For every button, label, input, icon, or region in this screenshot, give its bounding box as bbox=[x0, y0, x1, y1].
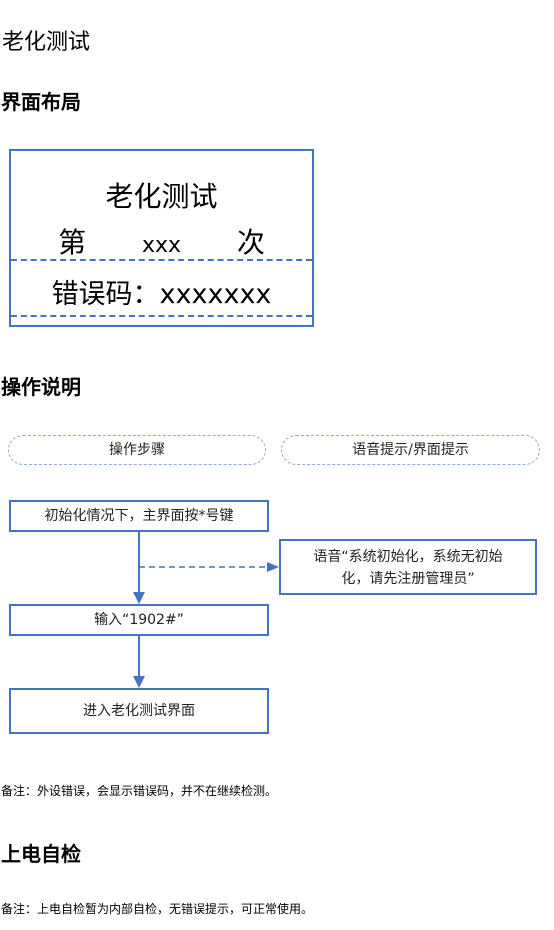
screen-divider-bottom bbox=[11, 315, 312, 317]
screen-mockup: 老化测试 第 xxx 次 错误码：xxxxxxx bbox=[9, 149, 314, 327]
arrow-step1-to-step2 bbox=[133, 532, 145, 604]
flow-step-3: 进入老化测试界面 bbox=[9, 688, 269, 734]
screen-count-row: 第 xxx 次 bbox=[11, 221, 312, 261]
screen-count-value: xxx bbox=[141, 233, 182, 258]
flow-step-2: 输入“1902#” bbox=[9, 604, 269, 636]
note-power-on-self-test: 备注：上电自检暂为内部自检，无错误提示，可正常使用。 bbox=[1, 902, 314, 916]
flow-step-1: 初始化情况下，主界面按*号键 bbox=[9, 500, 269, 532]
section-heading-layout: 界面布局 bbox=[1, 90, 81, 114]
screen-divider-top bbox=[11, 259, 312, 261]
flow-voice-prompt: 语音“系统初始化，系统无初始 化，请先注册管理员” bbox=[279, 539, 537, 595]
screen-count-prefix: 第 bbox=[58, 226, 87, 259]
flow-voice-line-1: 语音“系统初始化，系统无初始 bbox=[313, 549, 503, 565]
screen-count-suffix: 次 bbox=[236, 226, 265, 259]
screen-error-code: 错误码：xxxxxxx bbox=[51, 279, 272, 310]
section-heading-ops: 操作说明 bbox=[1, 375, 81, 399]
section-heading-poweron: 上电自检 bbox=[1, 842, 81, 866]
note-peripheral-error: 备注：外设错误，会显示错误码，并不在继续检测。 bbox=[1, 784, 278, 798]
arrow-to-voice-prompt bbox=[139, 562, 279, 572]
flow-header-prompts: 语音提示/界面提示 bbox=[281, 435, 540, 465]
arrow-step2-to-step3 bbox=[133, 636, 145, 688]
screen-title: 老化测试 bbox=[105, 180, 218, 213]
flow-voice-line-2: 化，请先注册管理员” bbox=[341, 571, 475, 587]
flow-header-steps: 操作步骤 bbox=[8, 435, 266, 465]
page-title: 老化测试 bbox=[2, 30, 91, 55]
